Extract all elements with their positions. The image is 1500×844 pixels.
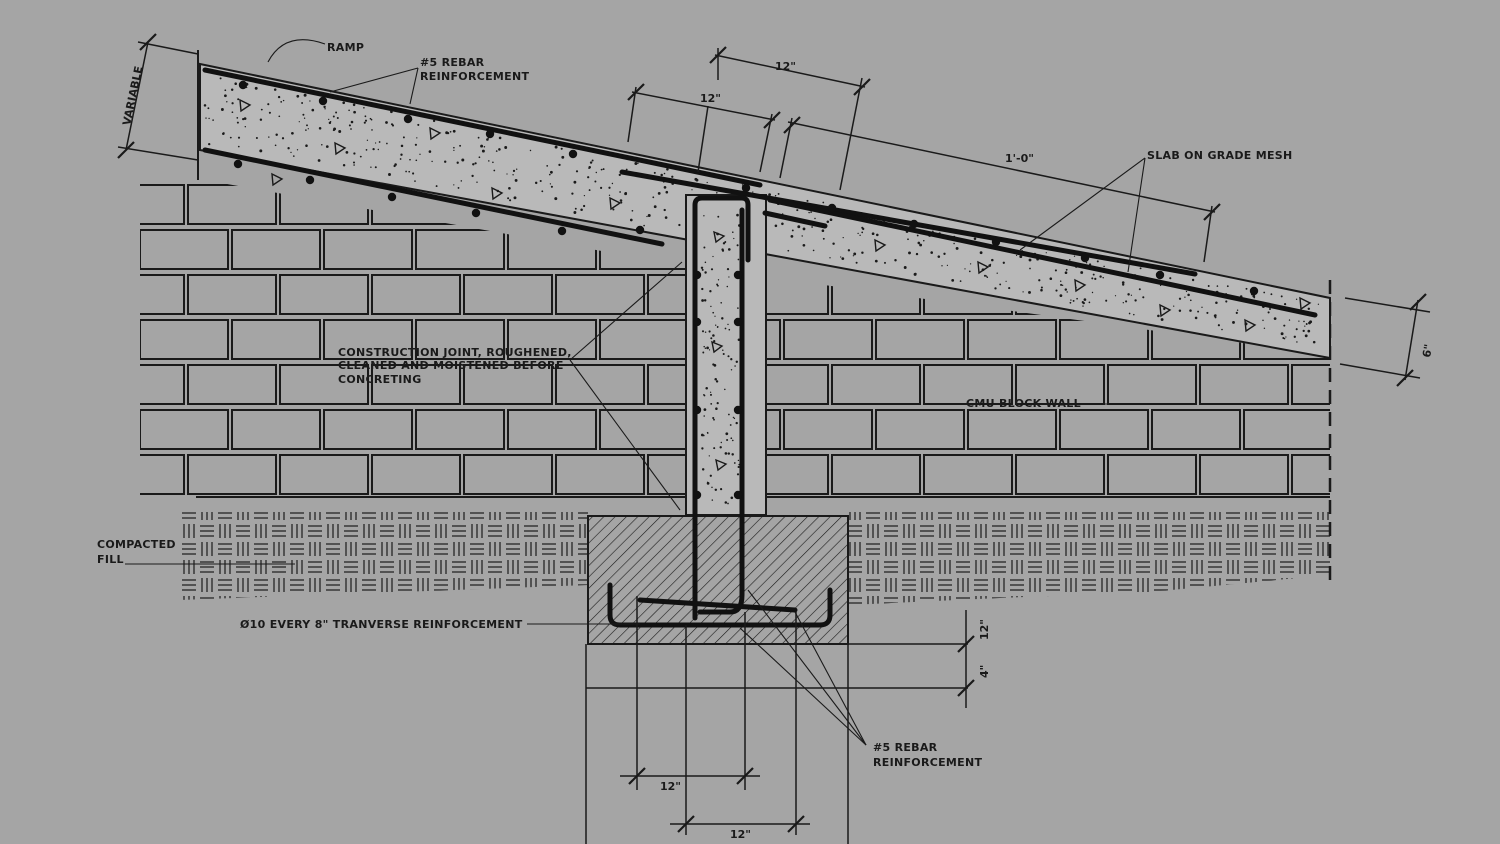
label-joint-1: CONSTRUCTION JOINT, ROUGHENED, (338, 346, 572, 359)
label-joint-3: CONCRETING (338, 373, 422, 386)
leader-joint-b (569, 359, 681, 511)
leader-rebar-bottom-c (747, 589, 867, 746)
concrete-aggregate (203, 77, 1320, 344)
leader-ramp (267, 39, 326, 63)
label-rebar-top-1: #5 REBAR (420, 56, 485, 69)
rebar-group (202, 67, 1318, 628)
label-ramp: RAMP (327, 41, 365, 54)
leader-rebar-top-b (409, 67, 419, 105)
leader-mesh-a (1019, 157, 1146, 251)
dim-one-foot-line (787, 121, 1216, 213)
rebar-top-left (202, 67, 763, 188)
label-slab-mesh: SLAB ON GRADE MESH (1147, 149, 1293, 162)
dim-top-12a: 12" (775, 60, 796, 73)
dim-top-12b: 12" (700, 92, 721, 105)
stem-aggregate (700, 213, 741, 505)
label-cmu: CMU BLOCK WALL (966, 397, 1081, 410)
footing-rebar-bar (637, 597, 798, 613)
dim-six-in: 6" (1420, 343, 1435, 358)
rebar-dots (233, 80, 1259, 500)
dim-top-12a-line (714, 54, 866, 88)
leader-rebar-bottom-b (794, 611, 867, 746)
leader-lines (125, 39, 1170, 746)
dim-footing-12: 12" (978, 619, 991, 640)
dim-variable-line (125, 41, 149, 151)
footing-rebar-u (607, 582, 833, 628)
rebar-top-right (767, 197, 1318, 318)
dim-top-12a-ext-right (839, 77, 863, 191)
slab-mesh-bar (619, 169, 1198, 277)
dim-one-foot: 1'-0" (1005, 152, 1034, 165)
label-joint-2: CLEANED AND MOISTENED BEFORE (338, 359, 564, 372)
label-fill-1: COMPACTED (97, 538, 176, 551)
dim-six-in-line (1404, 299, 1419, 381)
dim-variable-ext-bottom (117, 146, 199, 161)
label-rebar-bottom-1: #5 REBAR (873, 741, 938, 754)
dim-variable: VARIABLE (120, 65, 145, 127)
rebar-bottom-left (202, 147, 665, 247)
dim-one-foot-ext-right (1203, 205, 1213, 263)
dim-variable-ext-top (137, 41, 199, 55)
leader-rebar-bottom-a (739, 627, 867, 746)
dim-footing-4: 4" (978, 665, 991, 678)
dim-top-12b-line (631, 91, 776, 121)
label-fill-2: FILL (97, 553, 124, 566)
dim-six-in-ext-top (1344, 297, 1431, 313)
dimension-ticks (117, 33, 1427, 833)
leader-mesh-b (1127, 157, 1146, 273)
leader-rebar-top-a (329, 67, 419, 93)
label-rebar-top-2: REINFORCEMENT (420, 70, 530, 83)
compacted-fill (180, 512, 1330, 605)
dim-top-12b-ext-left (627, 86, 637, 143)
dim-top-12b-ext-right (759, 113, 773, 173)
leader-joint-a (569, 261, 683, 361)
stem-dowel (762, 210, 828, 229)
stem-rebar-left (692, 195, 751, 621)
dim-bottom-12a: 12" (660, 780, 681, 793)
dim-bottom-12b: 12" (730, 828, 751, 841)
dim-top-12b-ext-mid (697, 105, 709, 173)
label-transverse: Ø10 EVERY 8" TRANVERSE REINFORCEMENT (240, 618, 523, 631)
concrete-stem-wall (685, 194, 767, 516)
label-rebar-bottom-2: REINFORCEMENT (873, 756, 983, 769)
